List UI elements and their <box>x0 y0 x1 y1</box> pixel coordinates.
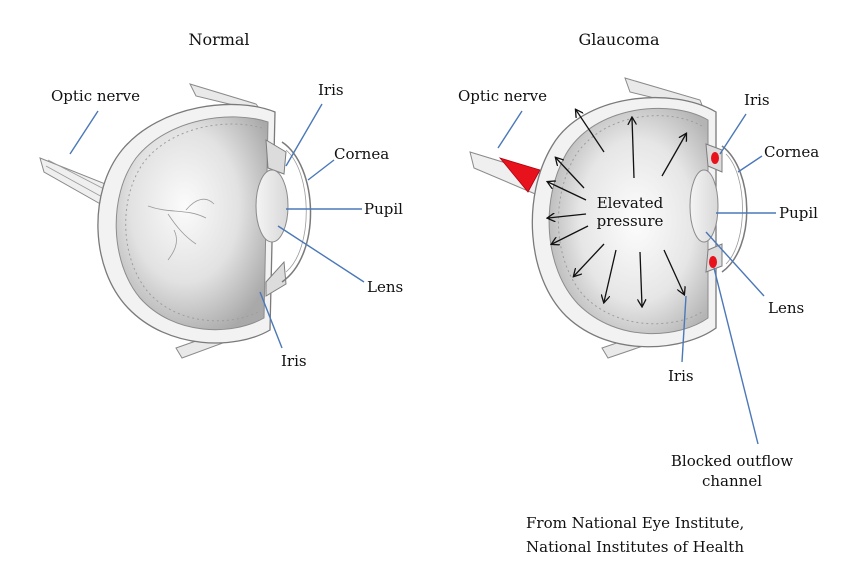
normal-lens <box>255 169 289 243</box>
glaucoma-label-pupil: Pupil <box>779 204 818 222</box>
glaucoma-label-blocked-line2: channel <box>702 472 762 490</box>
normal-optic-nerve-shape <box>39 157 109 207</box>
pressure-arrow <box>640 251 642 306</box>
glaucoma-optic-nerve-damage <box>498 157 541 193</box>
glaucoma-label-blocked-line1: Blocked outflow <box>671 452 793 470</box>
glaucoma-blocked-channel-lower <box>709 256 717 268</box>
normal-label-optic-nerve: Optic nerve <box>51 87 140 105</box>
credit-line2: National Institutes of Health <box>526 538 744 556</box>
normal-title: Normal <box>188 30 249 49</box>
normal-leader-lens <box>277 225 365 283</box>
normal-leader-iris-bottom <box>259 291 283 349</box>
glaucoma-label-optic-nerve: Optic nerve <box>458 87 547 105</box>
normal-leader-optic-nerve <box>69 110 99 155</box>
glaucoma-leader-lens <box>705 231 765 297</box>
glaucoma-label-elevated-line1: Elevated <box>597 194 664 212</box>
normal-iris-lower <box>265 260 287 297</box>
normal-iris-upper <box>265 139 287 175</box>
pressure-arrows <box>548 110 686 306</box>
pressure-arrow <box>604 249 617 302</box>
pressure-arrow <box>574 243 605 276</box>
glaucoma-retina <box>557 115 703 325</box>
pressure-arrow <box>548 182 587 201</box>
glaucoma-label-iris-bottom: Iris <box>668 367 694 385</box>
glaucoma-lens <box>689 169 719 243</box>
glaucoma-label-lens: Lens <box>768 299 804 317</box>
credit-line1: From National Eye Institute, <box>526 514 744 532</box>
normal-leader-cornea <box>307 159 335 181</box>
glaucoma-title: Glaucoma <box>578 30 660 49</box>
glaucoma-leader-iris-top <box>719 113 747 155</box>
normal-cornea-inner <box>285 149 307 273</box>
normal-eye <box>39 83 312 359</box>
glaucoma-leader-cornea <box>737 155 763 173</box>
pressure-arrow <box>576 110 605 153</box>
glaucoma-eye <box>469 77 748 359</box>
normal-label-iris-top: Iris <box>318 81 344 99</box>
glaucoma-leader-blocked <box>713 267 759 445</box>
glaucoma-leader-iris-bottom <box>681 295 687 363</box>
pressure-arrow <box>556 158 585 189</box>
normal-label-cornea: Cornea <box>334 145 389 163</box>
normal-globe <box>115 116 269 331</box>
glaucoma-label-cornea: Cornea <box>764 143 819 161</box>
pressure-arrow <box>548 214 587 218</box>
normal-label-iris-bottom: Iris <box>281 352 307 370</box>
glaucoma-label-iris-top: Iris <box>744 91 770 109</box>
glaucoma-blocked-channel-upper <box>711 152 719 164</box>
pressure-arrow <box>663 249 684 294</box>
normal-leader-iris-top <box>285 103 323 167</box>
normal-label-lens: Lens <box>367 278 403 296</box>
pressure-arrow <box>552 225 589 244</box>
glaucoma-label-elevated-line2: pressure <box>597 212 664 230</box>
normal-optic-nerve-fibers <box>45 159 107 199</box>
pressure-arrow <box>661 134 686 177</box>
normal-label-pupil: Pupil <box>364 200 403 218</box>
glaucoma-cornea-inner <box>725 153 743 265</box>
pressure-arrow <box>632 118 634 179</box>
normal-blood-vessels <box>147 198 215 261</box>
glaucoma-leader-optic-nerve <box>497 110 523 149</box>
